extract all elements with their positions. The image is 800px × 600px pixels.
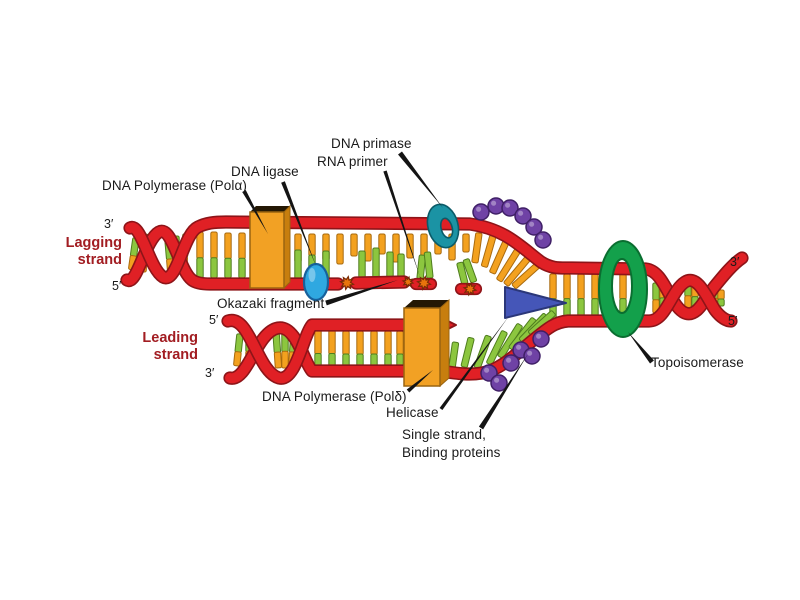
label-rna-primer: RNA primer — [317, 154, 388, 169]
label-lagging-3-prime: 3′ — [104, 217, 114, 231]
label-lagging-line2: strand — [77, 252, 122, 268]
label-dna-primase: DNA primase — [331, 136, 412, 151]
label-leading-line1: Leading — [142, 330, 198, 346]
label-single-strand-line2: Binding proteins — [402, 445, 501, 460]
label-leading-strand: Leading strand — [114, 330, 198, 364]
label-helicase: Helicase — [386, 405, 439, 420]
label-right-5-prime: 5′ — [728, 314, 738, 328]
label-topoisomerase: Topoisomerase — [651, 355, 744, 370]
rna-primer-caps — [339, 275, 478, 297]
label-leading-5-prime: 5′ — [209, 313, 219, 327]
label-dna-polymerase-alpha: DNA Polymerase (Polα) — [102, 178, 247, 193]
single-strand-binding-proteins — [472, 197, 552, 392]
label-single-strand-binding-proteins: Single strand, Binding proteins — [402, 426, 500, 462]
label-lagging-line1: Lagging — [65, 235, 122, 251]
leader-lines — [242, 151, 654, 430]
enzymes — [249, 203, 649, 388]
label-right-3-prime: 3′ — [730, 255, 740, 269]
label-lagging-5-prime: 5′ — [112, 279, 122, 293]
label-dna-ligase: DNA ligase — [231, 164, 299, 179]
label-leading-3-prime: 3′ — [205, 366, 215, 380]
label-single-strand-line1: Single strand, — [402, 427, 486, 442]
label-leading-line2: strand — [153, 347, 198, 363]
label-lagging-strand: Lagging strand — [38, 235, 122, 269]
dna-strands — [120, 215, 749, 385]
label-dna-polymerase-delta: DNA Polymerase (Polδ) — [262, 389, 407, 404]
label-okazaki-fragment: Okazaki fragment — [217, 296, 325, 311]
